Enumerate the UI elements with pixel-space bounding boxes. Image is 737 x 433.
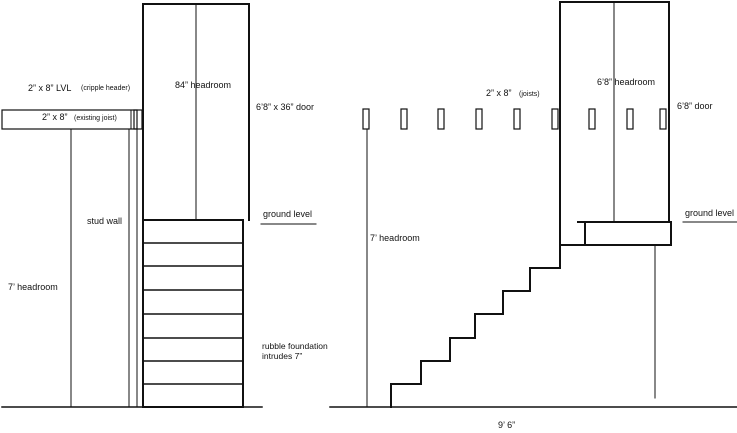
left-ground-level-label: ground level [263,209,312,219]
landing [584,221,672,246]
joists-note: (joists) [519,91,540,98]
lvl-note: (cripple header) [81,85,130,92]
left-headroom-top-label: 84” headroom [175,80,231,90]
left-door-label: 6’8” x 36” door [256,102,314,112]
existing-joist [1,109,138,130]
right-section-view: 2” x 8” (joists) 6’8” headroom 6’8” door… [329,1,737,430]
right-headroom-side-label: 7’ headroom [370,233,420,243]
right-headroom-top-label: 6’8” headroom [597,77,655,87]
stud-wall-label: stud wall [87,216,122,226]
joist-label: 2” x 8” [42,112,68,122]
joists-label: 2” x 8” [486,88,512,98]
rubble-label-line1: rubble foundation [262,341,328,351]
right-door-label: 6’8” door [677,101,713,111]
stair-profile [390,244,586,408]
joist-sections [362,108,667,130]
cripple-header [133,109,143,130]
foundation-courses [142,242,244,385]
left-headroom-side-label: 7’ headroom [8,282,58,292]
lvl-label: 2” x 8” LVL [28,83,71,93]
right-ground-level-label: ground level [685,208,734,218]
stair-width-label: 9’ 6” [498,420,515,430]
rubble-label-line2: intrudes 7” [262,351,302,361]
left-section-view: 2” x 8” LVL (cripple header) 2” x 8” (ex… [1,3,328,408]
joist-note: (existing joist) [74,115,117,122]
